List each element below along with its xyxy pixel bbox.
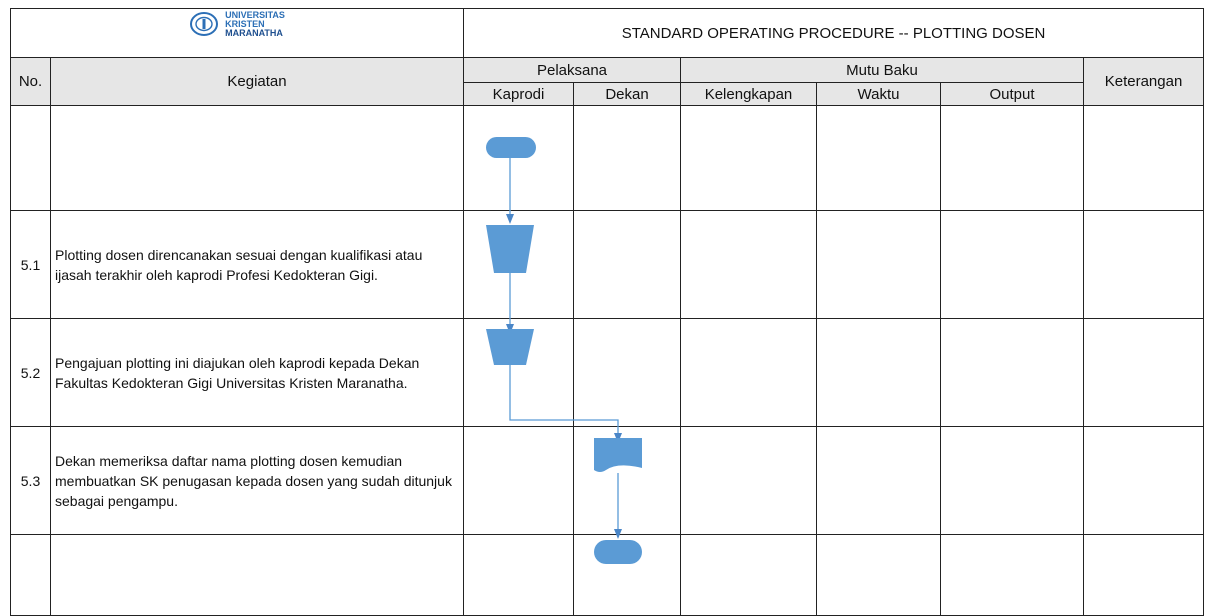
row-activity: Pengajuan plotting ini diajukan oleh kap… [50,318,464,427]
cell-kaprodi [463,210,574,319]
cell-output [940,426,1084,535]
logo-text: UNIVERSITAS KRISTEN MARANATHA [225,9,285,38]
cell-kaprodi [463,534,574,616]
cell-kaprodi [463,318,574,427]
university-seal-icon [190,12,219,36]
university-logo: UNIVERSITAS KRISTEN MARANATHA [189,9,285,38]
sop-sheet: UNIVERSITAS KRISTEN MARANATHA STANDARD O… [10,8,1205,616]
cell-kaprodi [463,426,574,535]
cell-waktu [816,426,941,535]
logo-cell: UNIVERSITAS KRISTEN MARANATHA [10,8,464,58]
col-header-kaprodi: Kaprodi [463,82,574,106]
cell-output [940,105,1084,211]
cell-output [940,210,1084,319]
col-header-pelaksana: Pelaksana [463,57,681,83]
cell-kelengkapan [680,534,817,616]
col-header-dekan: Dekan [573,82,681,106]
col-header-kegiatan: Kegiatan [50,57,464,106]
row-number: 5.1 [10,210,51,319]
col-header-keterangan: Keterangan [1082,57,1205,106]
logo-line-2: KRISTEN [225,18,265,29]
cell-keterangan [1082,426,1205,535]
logo-line-1: UNIVERSITAS [225,9,285,20]
row-activity: Plotting dosen direncanakan sesuai denga… [50,210,464,319]
col-header-kelengkapan: Kelengkapan [680,82,817,106]
col-header-no: No. [10,57,51,106]
row-activity: Dekan memeriksa daftar nama plotting dos… [50,426,464,535]
sop-table: UNIVERSITAS KRISTEN MARANATHA STANDARD O… [10,8,1205,616]
col-header-waktu: Waktu [816,82,941,106]
row-number: 5.3 [10,426,51,535]
row-number: 5.2 [10,318,51,427]
col-header-output: Output [940,82,1084,106]
cell-waktu [816,105,941,211]
logo-line-3: MARANATHA [225,27,283,38]
cell-kelengkapan [680,426,817,535]
cell-waktu [816,210,941,319]
table-row: 5.2 Pengajuan plotting ini diajukan oleh… [10,318,1205,427]
cell-keterangan [1082,534,1205,616]
row-activity [50,105,464,211]
cell-kelengkapan [680,105,817,211]
cell-output [940,534,1084,616]
cell-keterangan [1082,210,1205,319]
cell-dekan [573,534,681,616]
cell-output [940,318,1084,427]
table-row: 5.1 Plotting dosen direncanakan sesuai d… [10,210,1205,319]
col-header-mutu-baku: Mutu Baku [680,57,1084,83]
cell-kaprodi [463,105,574,211]
table-row [10,534,1205,616]
document-title: STANDARD OPERATING PROCEDURE -- PLOTTING… [462,8,1205,58]
table-row [10,105,1205,211]
cell-waktu [816,534,941,616]
cell-kelengkapan [680,318,817,427]
cell-dekan [573,105,681,211]
cell-waktu [816,318,941,427]
cell-kelengkapan [680,210,817,319]
row-number [10,105,51,211]
cell-dekan [573,318,681,427]
table-row: 5.3 Dekan memeriksa daftar nama plotting… [10,426,1205,535]
cell-keterangan [1082,105,1205,211]
row-activity [50,534,464,616]
cell-keterangan [1082,318,1205,427]
row-number [10,534,51,616]
cell-dekan [573,426,681,535]
cell-dekan [573,210,681,319]
